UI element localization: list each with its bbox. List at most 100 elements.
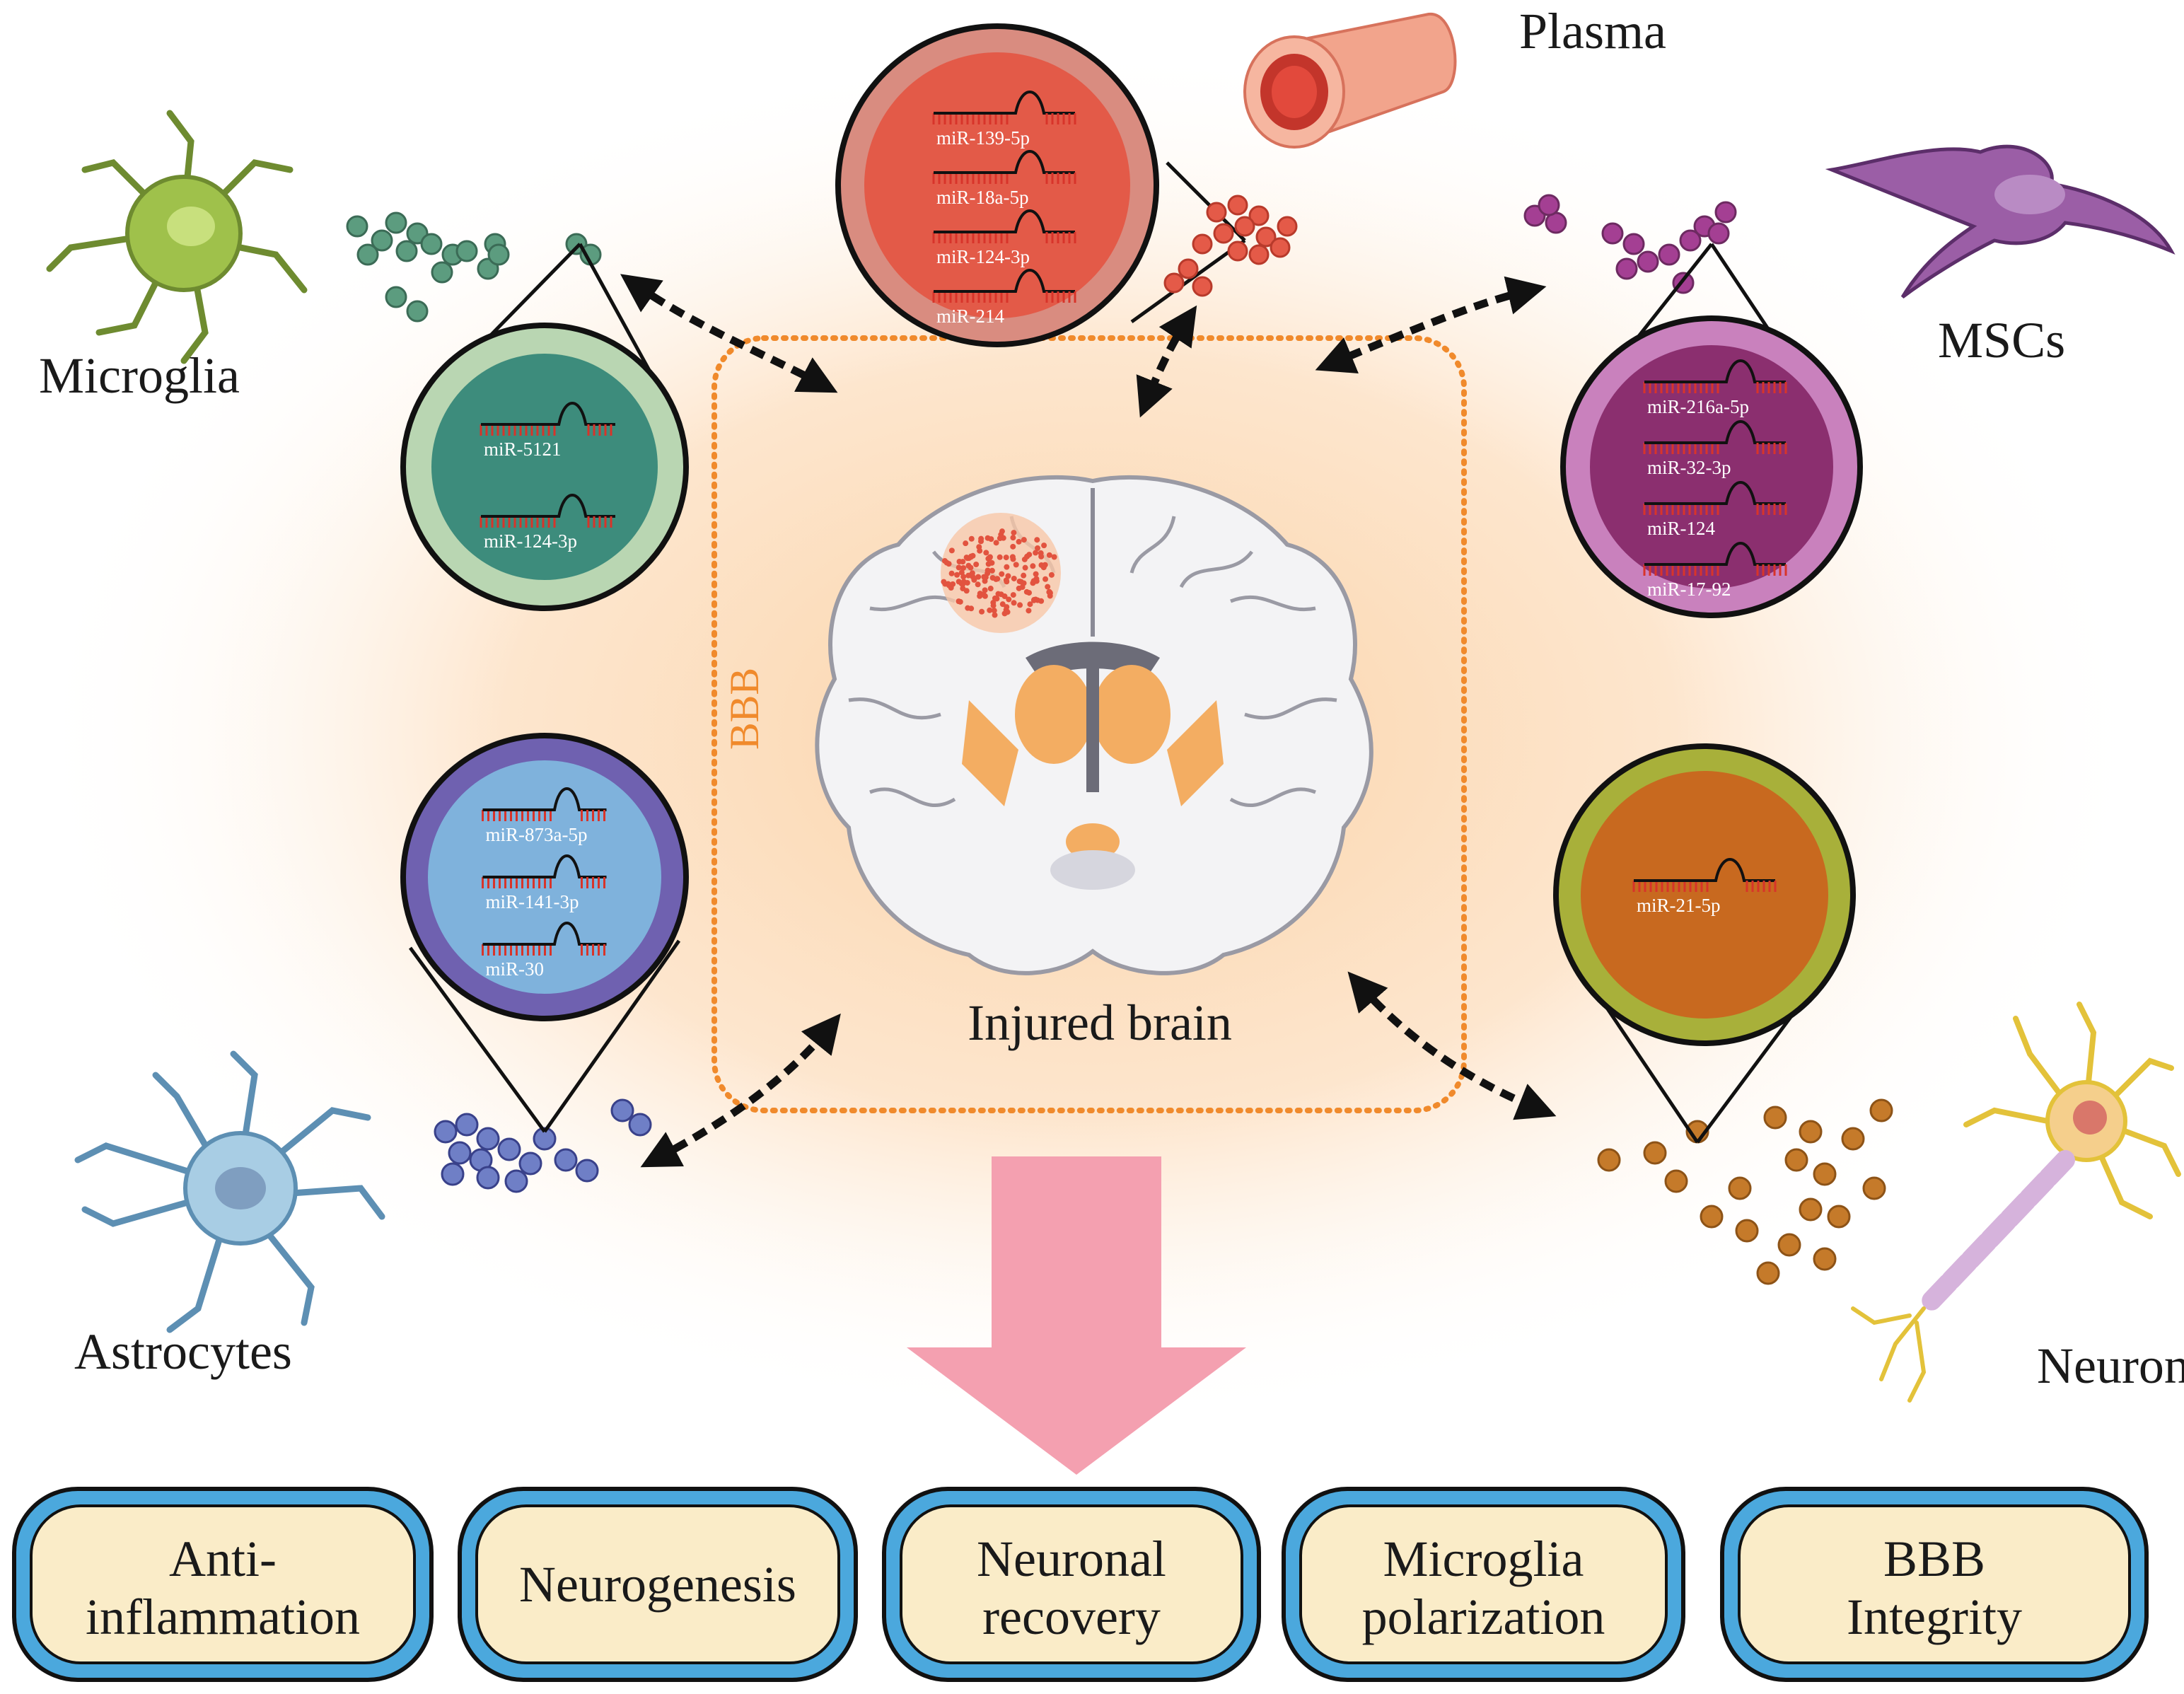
mirna-hairpin [1643, 481, 1787, 515]
lesion-cell [1041, 543, 1047, 549]
exosome [1756, 1261, 1780, 1285]
lesion-cell [954, 572, 960, 578]
lesion-cell [1033, 550, 1039, 556]
exosome [1869, 1098, 1893, 1122]
injured-brain-icon [815, 475, 1373, 975]
mirna-hairpin [1632, 858, 1777, 892]
lesion-cell [978, 535, 984, 542]
neuron-brain-arrow [1347, 971, 1557, 1120]
outcome-label: BBB [1883, 1531, 1985, 1587]
mirna-hairpin [480, 494, 615, 528]
lesion-cell [1042, 562, 1048, 568]
exosome [1799, 1120, 1823, 1144]
outcome-arrow [907, 1156, 1246, 1475]
exosome [1714, 201, 1737, 224]
mirna-hairpin [480, 402, 615, 436]
mscs-brain-arrow [1315, 276, 1547, 373]
lesion-cell [990, 603, 997, 609]
exosome [1227, 195, 1248, 216]
lesion-cell [999, 571, 1005, 577]
astrocytes-zoom-line [408, 946, 547, 1133]
lesion-cell [1010, 543, 1016, 550]
outcome-label: recovery [982, 1589, 1161, 1645]
microglia-brain-arrow [620, 274, 838, 393]
outcome-label: Integrity [1847, 1589, 2022, 1645]
mirna-hairpin [932, 91, 1076, 124]
lesion-cell [963, 540, 969, 547]
exosome [1763, 1106, 1787, 1130]
mirna-label: miR-5121 [484, 439, 562, 460]
exosome [1735, 1219, 1759, 1243]
exosome [610, 1098, 634, 1122]
exosome [1841, 1127, 1865, 1151]
exosome [1192, 233, 1213, 255]
lesion-cell [1023, 588, 1030, 595]
exosome [455, 240, 478, 262]
lesion-cell [997, 554, 1003, 560]
exosome [1700, 1205, 1724, 1229]
mirna-hairpin [482, 922, 607, 956]
exosome [434, 1120, 458, 1144]
exosome [346, 215, 368, 238]
outcome-pill: Anti-inflammation [12, 1487, 434, 1682]
mirna-hairpin [932, 150, 1076, 184]
lesion-cell [1038, 598, 1045, 604]
exosome [575, 1159, 599, 1183]
lesion-cell [1011, 600, 1017, 606]
mirna-hairpin [932, 269, 1076, 303]
lesion-cell [1038, 553, 1045, 559]
exosome [1248, 205, 1270, 226]
exosome [1799, 1197, 1823, 1222]
blood-vessel-icon [1243, 12, 1457, 149]
exosome [487, 243, 510, 266]
lesion-cell [999, 601, 1006, 608]
mirna-label: miR-18a-5p [936, 187, 1028, 208]
lesion-cell [1017, 602, 1023, 608]
lesion-cell [973, 562, 980, 568]
lesion-cell [1011, 575, 1017, 581]
lesion-cell [1024, 553, 1030, 559]
mirna-label: miR-124-3p [936, 246, 1030, 267]
lesion-cell [1034, 537, 1040, 543]
lesion-cell [998, 591, 1004, 598]
exosome [533, 1127, 557, 1151]
lesion-cell [963, 588, 970, 594]
lesion-cell [989, 567, 995, 574]
plasma-exosomes [1163, 195, 1298, 297]
exosome [504, 1169, 528, 1193]
bbb-boundary [711, 335, 1467, 1113]
lesion-cell [1051, 554, 1057, 560]
lesion-cell [1045, 584, 1051, 590]
lesion-cell [1004, 604, 1010, 610]
outcome-label: Microglia [1383, 1531, 1584, 1587]
lesion-cell [988, 536, 994, 543]
mirna-label: miR-124 [1647, 518, 1716, 539]
exosome [1637, 250, 1659, 273]
mirna-hairpin [482, 854, 607, 888]
neuron-label: Neuron [2037, 1338, 2184, 1394]
exosome [1784, 1148, 1808, 1172]
mirna-label: miR-21-5p [1637, 895, 1721, 916]
lesion-cell [999, 528, 1005, 535]
exosome [1658, 243, 1680, 266]
lesion-cell [1046, 552, 1052, 558]
lesion-cell [965, 605, 971, 611]
lesion-cell [977, 547, 983, 554]
exosome [448, 1141, 472, 1165]
exosome [1728, 1176, 1752, 1200]
bbb-label: BBB [721, 668, 767, 750]
lesion-cell [1031, 596, 1038, 603]
mirna-label: miR-214 [936, 306, 1005, 327]
plasma-label: Plasma [1519, 3, 1666, 59]
lesion-cell [948, 547, 955, 554]
exosome [1664, 1169, 1688, 1193]
exosome [420, 233, 443, 255]
astrocytes-label: Astrocytes [74, 1323, 292, 1380]
mirna-hairpin [1643, 359, 1787, 393]
astrocytes-zoom-line [542, 939, 681, 1133]
